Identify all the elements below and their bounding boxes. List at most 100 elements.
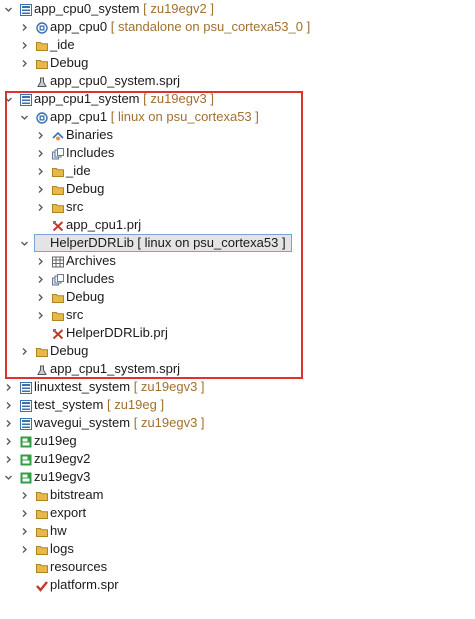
- collapsed-chevron-icon[interactable]: [34, 252, 46, 270]
- item-decoration: [ zu19eg ]: [103, 397, 165, 412]
- tree-item-label: Debug: [66, 288, 104, 306]
- collapsed-chevron-icon[interactable]: [34, 198, 46, 216]
- item-name: logs: [50, 541, 74, 556]
- item-name: Includes: [66, 145, 115, 160]
- application-project-icon: [36, 21, 48, 34]
- tree-item-label: Debug: [50, 342, 88, 360]
- collapsed-chevron-icon[interactable]: [18, 18, 30, 36]
- tree-row-app-cpu1-system-sprj[interactable]: app_cpu1_system.sprj: [0, 360, 470, 378]
- tree-row-helper-ddr-lib[interactable]: HelperDDRLib [ linux on psu_cortexa53 ]: [0, 234, 470, 252]
- tree-row-bitstream-folder[interactable]: bitstream: [0, 486, 470, 504]
- collapsed-chevron-icon[interactable]: [18, 504, 30, 522]
- system-project-icon: [20, 3, 32, 16]
- tree-item-label: resources: [50, 558, 107, 576]
- tree-item-label: zu19egv2: [34, 450, 90, 468]
- tree-row-app-cpu1-prj[interactable]: app_cpu1.prj: [0, 216, 470, 234]
- tree-row-binaries[interactable]: Binaries: [0, 126, 470, 144]
- tree-row-hw-folder[interactable]: hw: [0, 522, 470, 540]
- tree-row-zu19egv3-platform[interactable]: zu19egv3: [0, 468, 470, 486]
- folder-icon: [36, 525, 48, 537]
- tree-row-includes[interactable]: Includes: [0, 270, 470, 288]
- collapsed-chevron-icon[interactable]: [18, 54, 30, 72]
- tree-row-linuxtest-system[interactable]: linuxtest_system [ zu19egv3 ]: [0, 378, 470, 396]
- tree-item-label: Includes: [66, 144, 114, 162]
- tree-item-label: wavegui_system [ zu19egv3 ]: [34, 414, 205, 432]
- collapsed-chevron-icon[interactable]: [34, 306, 46, 324]
- collapsed-chevron-icon[interactable]: [34, 162, 46, 180]
- tree-row-app-cpu1-system[interactable]: app_cpu1_system [ zu19egv3 ]: [0, 90, 470, 108]
- expanded-chevron-icon[interactable]: [2, 0, 14, 18]
- tree-item-label: app_cpu1_system.sprj: [50, 360, 180, 378]
- collapsed-chevron-icon[interactable]: [18, 486, 30, 504]
- tree-row-ide-folder[interactable]: _ide: [0, 162, 470, 180]
- item-decoration: [ zu19egv3 ]: [130, 415, 205, 430]
- tree-item-label: export: [50, 504, 86, 522]
- collapsed-chevron-icon[interactable]: [18, 540, 30, 558]
- item-name: HelperDDRLib: [50, 235, 134, 250]
- tree-item-label: Archives: [66, 252, 116, 270]
- collapsed-chevron-icon[interactable]: [34, 288, 46, 306]
- collapsed-chevron-icon[interactable]: [2, 432, 14, 450]
- tree-row-app-cpu0[interactable]: app_cpu0 [ standalone on psu_cortexa53_0…: [0, 18, 470, 36]
- tree-row-app-cpu0-system[interactable]: app_cpu0_system [ zu19egv2 ]: [0, 0, 470, 18]
- binaries-icon: [52, 129, 64, 141]
- tree-row-src-folder[interactable]: src: [0, 306, 470, 324]
- tree-row-debug-folder[interactable]: Debug: [0, 342, 470, 360]
- collapsed-chevron-icon[interactable]: [18, 342, 30, 360]
- folder-icon: [36, 507, 48, 519]
- expanded-chevron-icon[interactable]: [2, 468, 14, 486]
- system-project-file-icon: [36, 75, 48, 87]
- tree-row-zu19egv2-platform[interactable]: zu19egv2: [0, 450, 470, 468]
- item-decoration: [ zu19egv3 ]: [130, 379, 205, 394]
- collapsed-chevron-icon[interactable]: [34, 180, 46, 198]
- tree-row-zu19eg-platform[interactable]: zu19eg: [0, 432, 470, 450]
- tree-row-wavegui-system[interactable]: wavegui_system [ zu19egv3 ]: [0, 414, 470, 432]
- item-name: HelperDDRLib.prj: [66, 325, 168, 340]
- tree-item-label: test_system [ zu19eg ]: [34, 396, 164, 414]
- collapsed-chevron-icon[interactable]: [2, 396, 14, 414]
- expanded-chevron-icon[interactable]: [18, 108, 30, 126]
- collapsed-chevron-icon[interactable]: [34, 144, 46, 162]
- tree-row-app-cpu0-system-sprj[interactable]: app_cpu0_system.sprj: [0, 72, 470, 90]
- tree-row-test-system[interactable]: test_system [ zu19eg ]: [0, 396, 470, 414]
- platform-project-icon: [20, 435, 32, 448]
- expanded-chevron-icon[interactable]: [18, 234, 30, 252]
- tree-item-label: Debug: [66, 180, 104, 198]
- collapsed-chevron-icon[interactable]: [2, 378, 14, 396]
- tree-item-label: HelperDDRLib.prj: [66, 324, 168, 342]
- item-decoration: [ standalone on psu_cortexa53_0 ]: [107, 19, 311, 34]
- tree-row-ide-folder[interactable]: _ide: [0, 36, 470, 54]
- system-project-icon: [20, 381, 32, 394]
- tree-row-debug-folder[interactable]: Debug: [0, 180, 470, 198]
- item-name: zu19eg: [34, 433, 77, 448]
- item-decoration: [ zu19egv3 ]: [139, 91, 214, 106]
- tree-item-label: app_cpu1_system [ zu19egv3 ]: [34, 90, 214, 108]
- collapsed-chevron-icon[interactable]: [18, 36, 30, 54]
- tree-row-src-folder[interactable]: src: [0, 198, 470, 216]
- item-name: src: [66, 307, 84, 322]
- tree-row-debug-folder[interactable]: Debug: [0, 54, 470, 72]
- tree-row-debug-folder[interactable]: Debug: [0, 288, 470, 306]
- tree-item-label: zu19eg: [34, 432, 77, 450]
- tree-row-platform-spr[interactable]: platform.spr: [0, 576, 470, 594]
- tree-row-app-cpu1[interactable]: app_cpu1 [ linux on psu_cortexa53 ]: [0, 108, 470, 126]
- system-project-icon: [20, 93, 32, 106]
- collapsed-chevron-icon[interactable]: [18, 522, 30, 540]
- tree-row-export-folder[interactable]: export: [0, 504, 470, 522]
- expanded-chevron-icon[interactable]: [2, 90, 14, 108]
- collapsed-chevron-icon[interactable]: [2, 450, 14, 468]
- tree-row-includes[interactable]: Includes: [0, 144, 470, 162]
- tree-row-resources-folder[interactable]: resources: [0, 558, 470, 576]
- item-name: app_cpu0_system.sprj: [50, 73, 181, 88]
- folder-icon: [36, 57, 48, 69]
- folder-icon: [36, 543, 48, 555]
- collapsed-chevron-icon[interactable]: [34, 126, 46, 144]
- tree-row-helper-ddr-lib-prj[interactable]: HelperDDRLib.prj: [0, 324, 470, 342]
- collapsed-chevron-icon[interactable]: [34, 270, 46, 288]
- tree-row-logs-folder[interactable]: logs: [0, 540, 470, 558]
- collapsed-chevron-icon[interactable]: [2, 414, 14, 432]
- folder-icon: [36, 345, 48, 357]
- item-name: src: [66, 199, 84, 214]
- item-name: app_cpu0_system: [34, 1, 140, 16]
- tree-row-archives[interactable]: Archives: [0, 252, 470, 270]
